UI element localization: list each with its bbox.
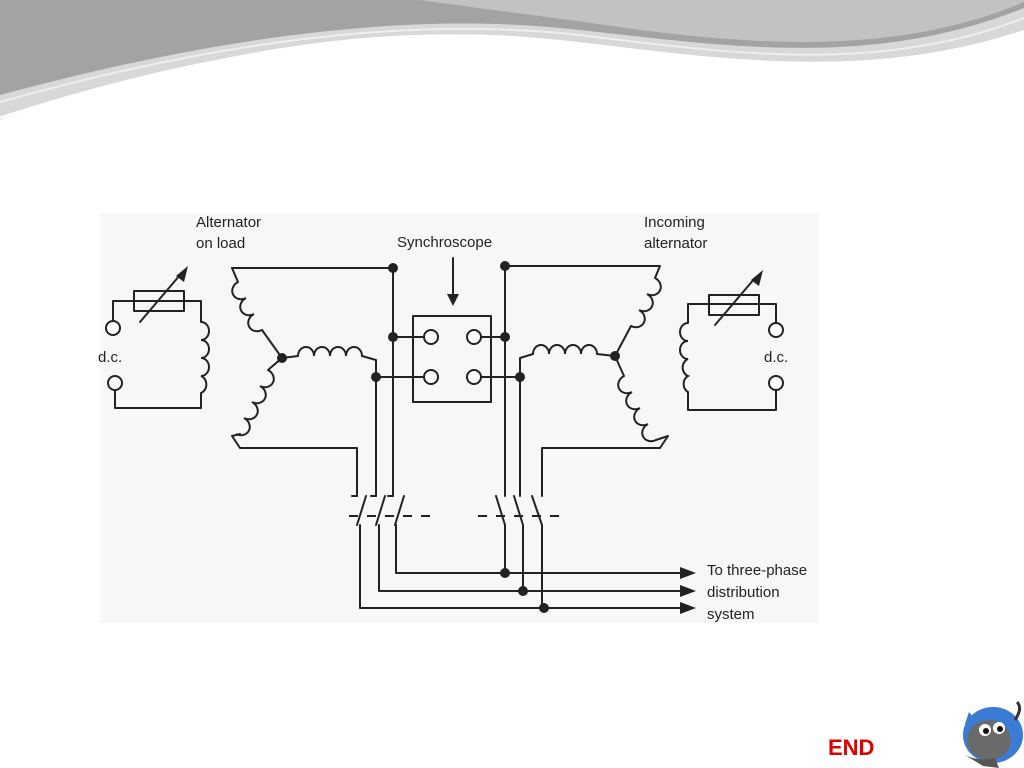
right-dc-terminal-bottom <box>768 375 784 391</box>
right-circuit-breaker <box>478 495 563 613</box>
incoming-alternator-label-line2: alternator <box>644 235 707 252</box>
alternator-on-load-label-line2: on load <box>196 235 245 252</box>
left-field-rheostat <box>133 290 185 312</box>
right-field-coil <box>679 322 691 393</box>
alternator-on-load-winding <box>231 267 394 497</box>
left-dc-exciter <box>105 266 210 409</box>
left-circuit-breaker <box>349 495 681 609</box>
right-dc-label: d.c. <box>764 349 788 366</box>
synchronizing-circuit-diagram: Alternator on load Synchroscope Incoming… <box>98 214 807 623</box>
right-field-rheostat <box>708 294 760 316</box>
synchroscope-label: Synchroscope <box>397 234 492 251</box>
distribution-label-line3: system <box>707 606 755 623</box>
right-dc-terminal-top <box>768 322 784 338</box>
incoming-alternator-winding <box>504 265 669 497</box>
left-dc-terminal-top <box>105 320 121 336</box>
diagram-panel <box>100 213 818 623</box>
alternator-on-load-label-line1: Alternator <box>196 214 261 231</box>
left-dc-terminal-bottom <box>107 375 123 391</box>
right-dc-exciter <box>679 270 784 411</box>
end-link[interactable]: END <box>828 735 875 760</box>
cartoon-cat-icon[interactable] <box>963 700 1023 768</box>
left-dc-label: d.c. <box>98 349 122 366</box>
header-wave-decoration <box>0 0 1024 120</box>
distribution-label-line2: distribution <box>707 584 780 601</box>
distribution-label-line1: To three-phase <box>707 562 807 579</box>
incoming-alternator-label-line1: Incoming <box>644 214 705 231</box>
synchroscope-box <box>412 257 521 403</box>
distribution-bus-arrows <box>680 567 696 614</box>
left-field-coil <box>200 321 210 394</box>
